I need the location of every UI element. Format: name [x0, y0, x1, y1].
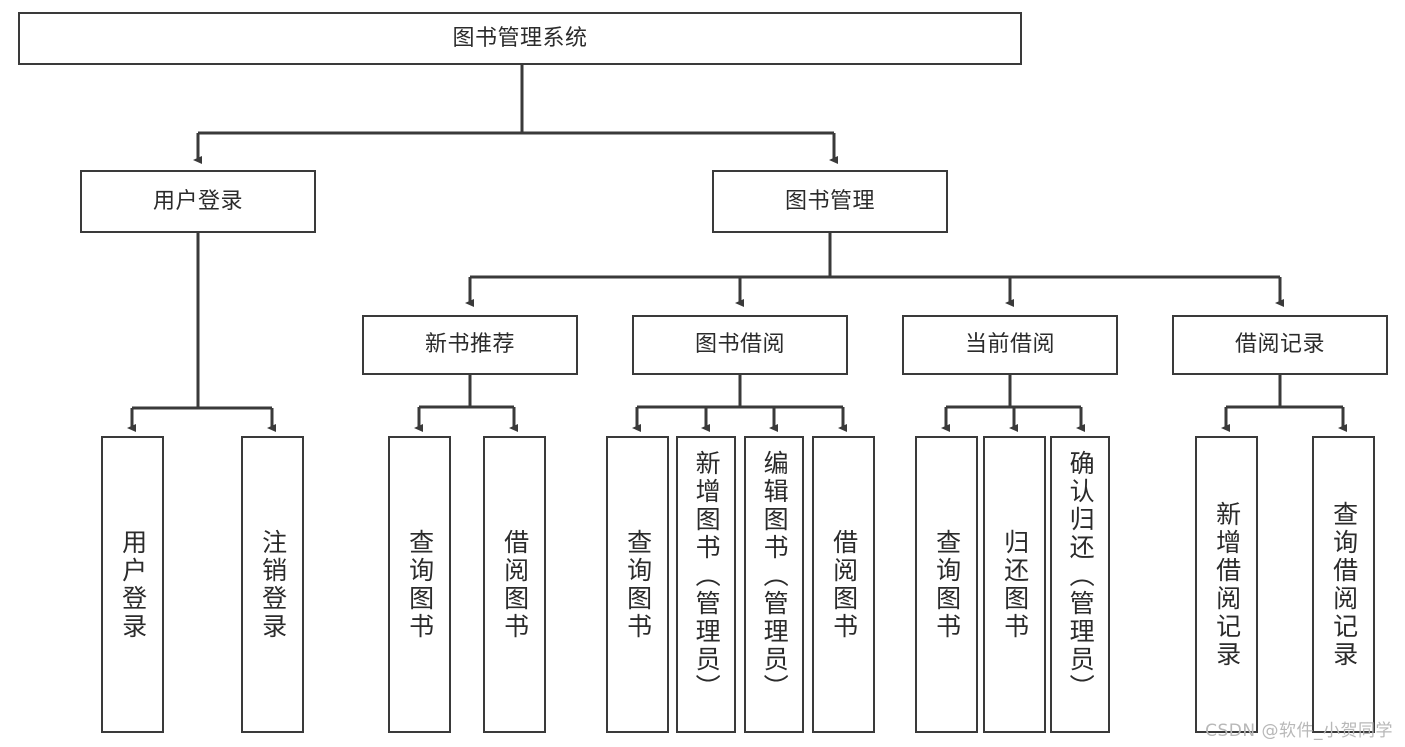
- leaf-add-book-admin[interactable]: 新增图书（管理员）: [676, 436, 736, 733]
- node-label: 编辑图书（管理员）: [760, 450, 790, 702]
- node-book-borrow[interactable]: 图书借阅: [632, 315, 848, 375]
- node-label: 确认归还（管理员）: [1066, 450, 1096, 702]
- leaf-borrow-book-recommend[interactable]: 借阅图书: [483, 436, 546, 733]
- node-label: 图书借阅: [694, 332, 785, 358]
- leaf-confirm-return-admin[interactable]: 确认归还（管理员）: [1050, 436, 1110, 733]
- node-root-book-management-system[interactable]: 图书管理系统: [18, 12, 1022, 65]
- node-borrow-record[interactable]: 借阅记录: [1172, 315, 1388, 375]
- leaf-edit-book-admin[interactable]: 编辑图书（管理员）: [744, 436, 804, 733]
- leaf-query-book-borrow[interactable]: 查询图书: [606, 436, 669, 733]
- csdn-watermark: CSDN @软件_小贺同学: [1205, 721, 1393, 741]
- node-book-management[interactable]: 图书管理: [712, 170, 948, 233]
- leaf-return-book[interactable]: 归还图书: [983, 436, 1046, 733]
- node-label: 注销登录: [258, 528, 288, 641]
- node-label: 查询图书: [932, 528, 962, 641]
- node-label: 查询图书: [623, 528, 653, 641]
- node-label: 归还图书: [1000, 528, 1030, 641]
- node-label: 用户登录: [152, 188, 243, 214]
- node-user-login[interactable]: 用户登录: [80, 170, 316, 233]
- node-current-borrow[interactable]: 当前借阅: [902, 315, 1118, 375]
- leaf-borrow-book[interactable]: 借阅图书: [812, 436, 875, 733]
- node-label: 用户登录: [118, 528, 148, 641]
- node-new-book-recommend[interactable]: 新书推荐: [362, 315, 578, 375]
- node-label: 新增借阅记录: [1212, 500, 1242, 669]
- node-label: 当前借阅: [964, 332, 1055, 358]
- leaf-user-login[interactable]: 用户登录: [101, 436, 164, 733]
- node-label: 图书管理: [784, 188, 875, 214]
- node-label: 查询借阅记录: [1329, 500, 1359, 669]
- leaf-query-book-recommend[interactable]: 查询图书: [388, 436, 451, 733]
- node-label: 借阅记录: [1234, 332, 1325, 358]
- leaf-query-borrow-record[interactable]: 查询借阅记录: [1312, 436, 1375, 733]
- leaf-logout-login[interactable]: 注销登录: [241, 436, 304, 733]
- leaf-query-book-current[interactable]: 查询图书: [915, 436, 978, 733]
- node-label: 查询图书: [405, 528, 435, 641]
- node-label: 新增图书（管理员）: [692, 450, 722, 702]
- node-label: 借阅图书: [500, 528, 530, 641]
- node-label: 借阅图书: [829, 528, 859, 641]
- node-label: 新书推荐: [424, 332, 515, 358]
- node-label: 图书管理系统: [452, 25, 588, 51]
- leaf-add-borrow-record[interactable]: 新增借阅记录: [1195, 436, 1258, 733]
